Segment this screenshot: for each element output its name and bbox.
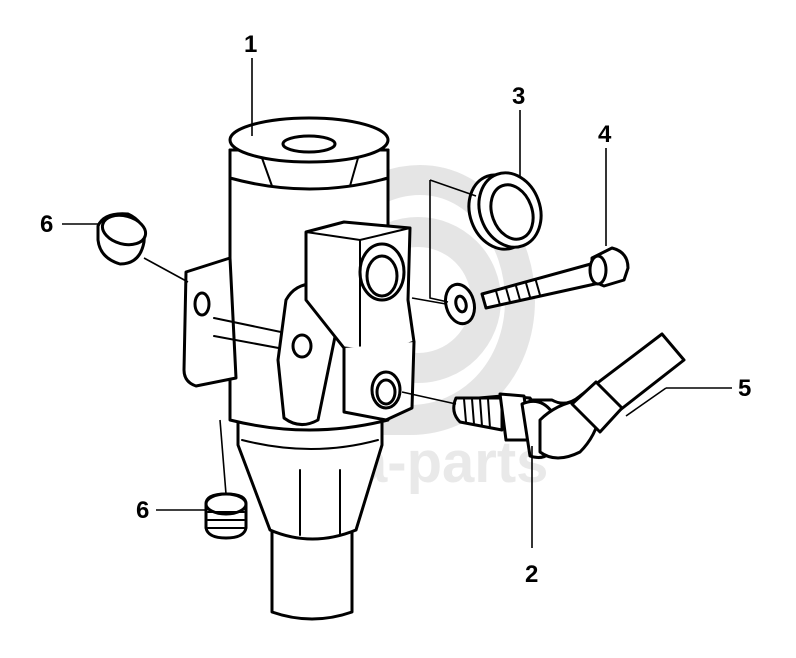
part-6-plug-upper <box>96 212 148 266</box>
part-6-plug-lower <box>204 492 248 540</box>
leader-lines <box>62 58 732 548</box>
callout-5: 5 <box>738 375 751 402</box>
callout-3: 3 <box>512 83 525 110</box>
callout-1: 1 <box>244 31 257 58</box>
part-1-valve-body <box>182 116 416 621</box>
part-4-bolt <box>480 246 630 310</box>
callout-2: 2 <box>525 561 538 588</box>
callout-6-lower: 6 <box>136 497 149 524</box>
washer <box>444 282 476 326</box>
callout-4: 4 <box>598 121 612 148</box>
callout-6-upper: 6 <box>40 211 53 238</box>
part-3-seal-ring <box>467 171 543 251</box>
part-2-elbow-fitting <box>452 380 624 460</box>
